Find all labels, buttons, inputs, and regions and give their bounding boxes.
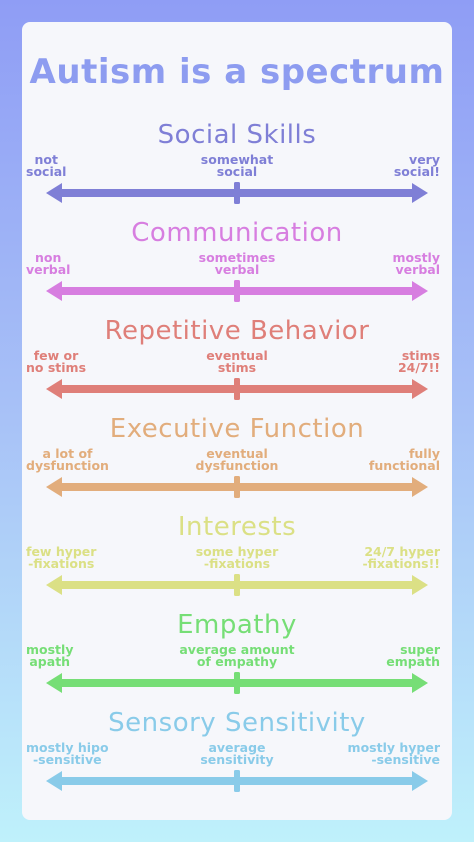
left-label: mostly apath: [26, 642, 74, 669]
section-title: Communication: [131, 218, 343, 248]
right-label: stims 24/7!!: [397, 348, 440, 375]
spectrum-arrow: [46, 280, 428, 302]
center-label: average amount of empathy: [179, 642, 295, 669]
arrow-left-head: [46, 477, 62, 497]
spectrum-section: Communication non verbal sometimes verbal m…: [22, 218, 452, 316]
center-label: eventual dysfunction: [195, 446, 279, 473]
left-label: a lot of dysfunction: [26, 446, 109, 473]
spectrum-section: Interests few hyper -fixations some hyper …: [22, 512, 452, 610]
left-label: not social: [26, 152, 67, 179]
spectrum-section: Empathy mostly apath average amount of emp…: [22, 610, 452, 708]
right-label: fully functional: [368, 446, 440, 473]
center-tick: [234, 378, 240, 400]
right-label: very social!: [393, 152, 440, 179]
right-label: super empath: [386, 642, 440, 669]
arrow-right-head: [412, 281, 428, 301]
spectrum-section: Social Skills not social somewhat social ve…: [22, 120, 452, 218]
center-label: eventual stims: [206, 348, 268, 375]
center-label: some hyper -fixations: [195, 544, 279, 571]
arrow-left-head: [46, 673, 62, 693]
right-label: mostly verbal: [392, 250, 440, 277]
left-label: mostly hipo -sensitive: [26, 740, 109, 767]
arrow-right-head: [412, 771, 428, 791]
left-label: non verbal: [26, 250, 71, 277]
center-tick: [234, 770, 240, 792]
section-title: Executive Function: [109, 414, 365, 444]
center-label: somewhat social: [200, 152, 274, 179]
center-tick: [234, 574, 240, 596]
section-title: Sensory Sensitivity: [108, 708, 366, 738]
section-title: Social Skills: [157, 120, 317, 150]
arrow-left-head: [46, 575, 62, 595]
arrow-left-head: [46, 379, 62, 399]
arrow-right-head: [412, 575, 428, 595]
center-tick: [234, 280, 240, 302]
spectrum-arrow: [46, 770, 428, 792]
section-title: Interests: [177, 512, 297, 542]
center-tick: [234, 182, 240, 204]
section-title: Empathy: [177, 610, 297, 640]
left-label: few or no stims: [26, 348, 87, 375]
arrow-left-head: [46, 771, 62, 791]
section-title: Repetitive Behavior: [104, 316, 370, 346]
center-label: sometimes verbal: [198, 250, 276, 277]
arrow-left-head: [46, 183, 62, 203]
spectrum-arrow: [46, 476, 428, 498]
arrow-left-head: [46, 281, 62, 301]
arrow-right-head: [412, 183, 428, 203]
page-title: Autism is a spectrum: [29, 52, 445, 92]
spectrum-arrow: [46, 574, 428, 596]
center-label: average sensitivity: [200, 740, 274, 767]
right-label: mostly hyper -sensitive: [347, 740, 440, 767]
center-tick: [234, 476, 240, 498]
right-label: 24/7 hyper -fixations!!: [362, 544, 440, 571]
center-tick: [234, 672, 240, 694]
spectrum-arrow: [46, 672, 428, 694]
left-label: few hyper -fixations: [26, 544, 97, 571]
spectrum-arrow: [46, 182, 428, 204]
spectrum-section: Repetitive Behavior few or no stims eventu…: [22, 316, 452, 414]
spectrum-arrow: [46, 378, 428, 400]
arrow-right-head: [412, 477, 428, 497]
arrow-right-head: [412, 379, 428, 399]
arrow-right-head: [412, 673, 428, 693]
